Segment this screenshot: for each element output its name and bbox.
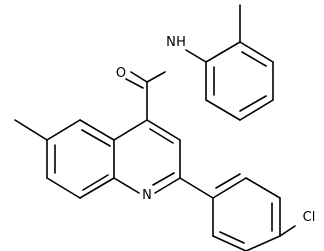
bond [146, 71, 166, 83]
quinoline-pyridine-ring [113, 119, 181, 194]
bond [239, 41, 274, 63]
bond [125, 78, 144, 89]
bond [245, 177, 281, 199]
chlorophenyl-ring [179, 173, 281, 251]
bond [82, 174, 109, 191]
bond [205, 99, 241, 121]
bond [185, 49, 207, 63]
amide-group [125, 49, 207, 121]
bond [79, 119, 115, 141]
bond [179, 177, 214, 199]
bond [154, 177, 181, 194]
chlorine-bond [279, 225, 296, 237]
bond [130, 71, 148, 83]
oxygen-atom-label: O [116, 66, 126, 81]
tolyl-ring [205, 41, 274, 121]
bond [219, 231, 245, 244]
bond [113, 177, 140, 194]
bond [113, 119, 148, 141]
ring-nitrogen-label: N [142, 188, 152, 203]
bond [149, 128, 174, 144]
quinoline-benzo-ring [46, 119, 115, 199]
bond [46, 119, 81, 141]
bond [79, 177, 115, 199]
bond [205, 41, 241, 63]
bond [146, 119, 181, 141]
methyl-bond [14, 119, 48, 141]
bond [215, 173, 241, 189]
bond [46, 177, 81, 199]
chlorine-atom-label: Cl [303, 210, 316, 225]
amide-nitrogen-label: N [166, 35, 176, 50]
bond [239, 99, 274, 121]
amide-hydrogen-label: H [176, 35, 186, 50]
bond [239, 95, 267, 112]
bond [212, 177, 247, 199]
bond [81, 129, 111, 147]
bond [212, 235, 247, 251]
bond [245, 235, 281, 251]
bond [241, 51, 267, 67]
bond [152, 172, 175, 186]
